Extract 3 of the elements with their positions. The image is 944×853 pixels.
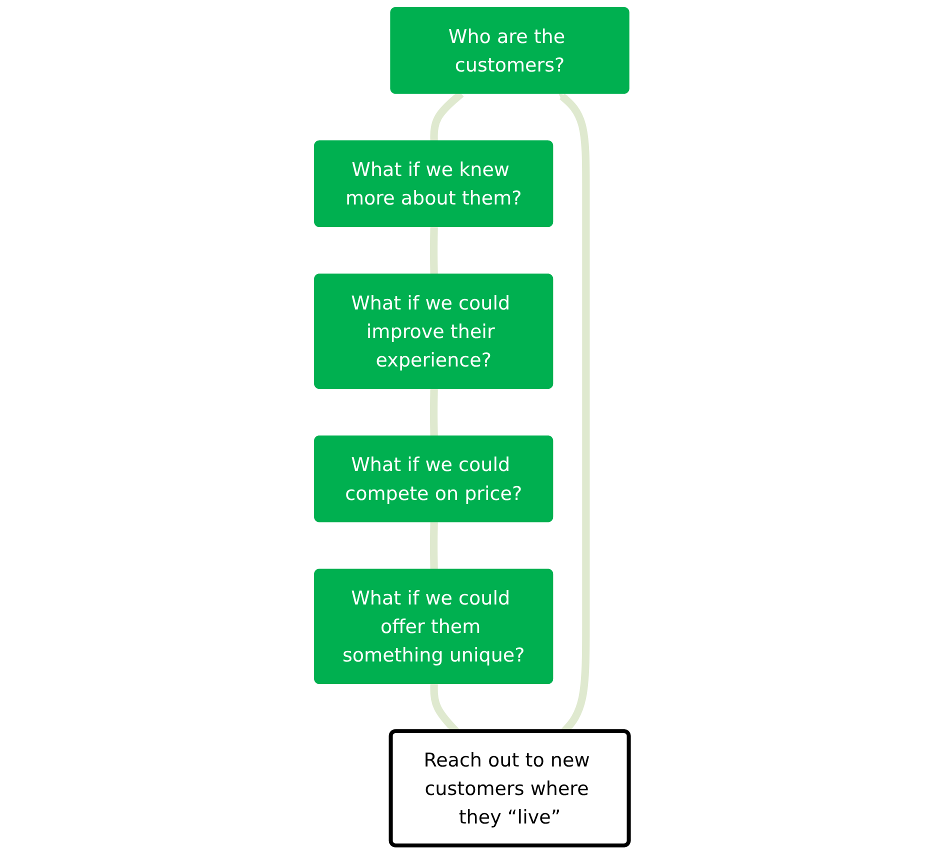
connector (430, 522, 438, 570)
connector (430, 388, 438, 437)
connector (430, 226, 438, 275)
